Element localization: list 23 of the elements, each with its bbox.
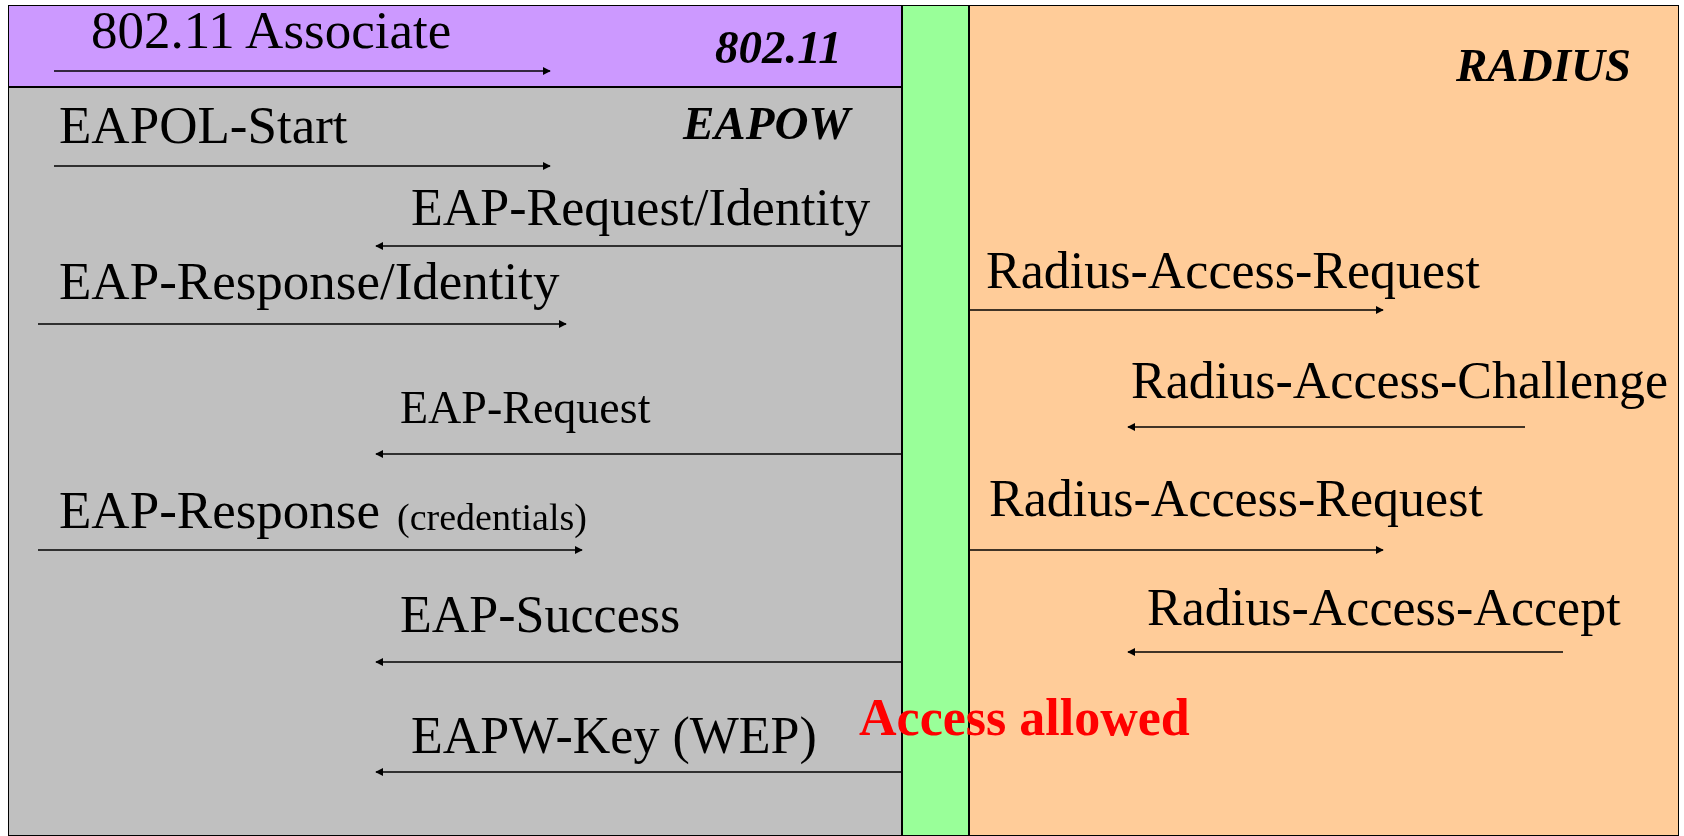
message-arrow: [968, 306, 1384, 314]
band-title: 802.11: [715, 23, 842, 71]
message-label: EAPOL-Start: [59, 99, 348, 153]
edge-label: EAP-Request: [400, 384, 651, 431]
message-label: (credentials): [397, 497, 587, 536]
message-label: 802.11 Associate: [91, 4, 452, 58]
edge-label: Radius-Access-Request: [986, 245, 1480, 298]
edge-label: EAPW-Key (WEP): [411, 710, 817, 763]
message-arrow: [375, 242, 903, 250]
edge-label: EAP-Request/Identity: [411, 182, 871, 235]
message-label: EAP-Response: [59, 484, 380, 538]
message-label: Radius-Access-Challenge: [1131, 355, 1669, 408]
message-arrow: [375, 658, 903, 666]
message-label: Radius-Access-Accept: [1147, 582, 1621, 635]
band-title: EAPOW: [683, 99, 851, 147]
message-label: EAP-Response/Identity: [59, 255, 560, 309]
edge-label: EAP-Success: [400, 589, 681, 642]
edge-label: Radius-Access-Request: [989, 473, 1483, 526]
message-arrow: [375, 768, 903, 776]
message-arrow: [968, 546, 1384, 554]
protocol-band: [8, 5, 902, 87]
message-arrow: [375, 450, 903, 458]
band-title: RADIUS: [1456, 41, 1631, 89]
